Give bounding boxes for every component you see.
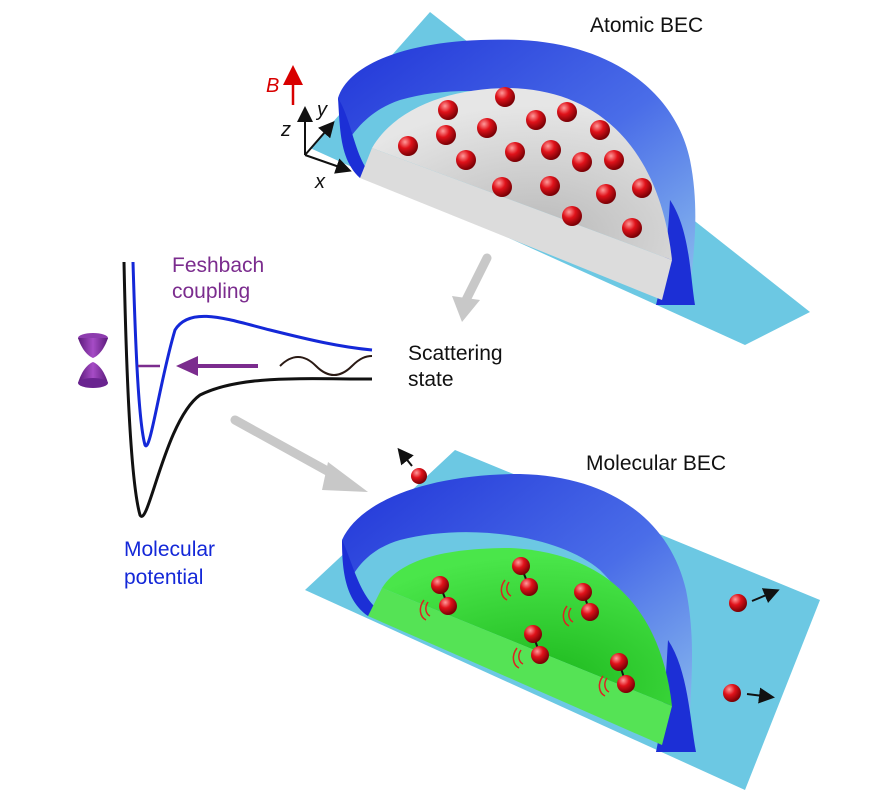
atom xyxy=(398,136,418,156)
feshbach-arrow-head xyxy=(176,356,198,376)
axis-b-label: B xyxy=(266,75,279,97)
atom xyxy=(436,125,456,145)
molecular-label-line2: potential xyxy=(124,566,203,589)
scattering-wave xyxy=(279,355,373,376)
atom xyxy=(572,152,592,172)
molecule-dimer-icon xyxy=(512,625,549,669)
atomic-bec-label: Atomic BEC xyxy=(590,14,703,37)
open-channel-curve xyxy=(122,261,373,518)
atom-sphere-icon xyxy=(729,594,747,612)
top-cut-front xyxy=(360,148,672,300)
bottom-dome-shell xyxy=(342,474,693,742)
escaping-atoms xyxy=(397,447,780,704)
top-atoms xyxy=(398,87,652,238)
atom xyxy=(590,120,610,140)
molecular-bec-panel: Molecular BEC xyxy=(305,447,820,790)
atom xyxy=(540,176,560,196)
atom xyxy=(526,110,546,130)
atomic-bec-panel: Atomic BEC xyxy=(310,12,810,345)
atom xyxy=(604,150,624,170)
bottom-cut-face xyxy=(382,548,672,706)
axis-z-label: z xyxy=(280,119,291,141)
bottom-cut-front xyxy=(368,588,672,745)
molecule-dimer-icon xyxy=(562,583,599,627)
axis-x-label: x xyxy=(314,171,326,193)
atom xyxy=(477,118,497,138)
molecule-dimer-icon xyxy=(598,653,635,697)
escape-arrow xyxy=(751,588,780,603)
axes: B z y x xyxy=(266,65,352,193)
axis-y-label: y xyxy=(315,99,328,121)
atom xyxy=(438,100,458,120)
atom xyxy=(492,177,512,197)
atom xyxy=(632,178,652,198)
molecular-potential-curve xyxy=(131,261,373,448)
x-axis xyxy=(304,154,352,174)
atom xyxy=(562,206,582,226)
molecular-bec-label: Molecular BEC xyxy=(586,452,726,475)
atom-sphere-icon xyxy=(723,684,741,702)
atom xyxy=(541,140,561,160)
atom xyxy=(495,87,515,107)
escape-arrow xyxy=(397,447,414,467)
gray-arrow-down xyxy=(461,253,492,305)
scattering-label-line1: Scattering xyxy=(408,342,503,365)
feshbach-label-line2: coupling xyxy=(172,280,250,303)
atom-sphere-icon xyxy=(411,468,427,484)
bottom-dome-left-wall xyxy=(342,540,382,616)
molecule-dimer-icon xyxy=(500,557,538,601)
gray-arrow-diag-head xyxy=(322,462,368,492)
atom xyxy=(557,102,577,122)
process-arrows xyxy=(230,253,492,492)
atom xyxy=(505,142,525,162)
molecule-dimer-icon xyxy=(419,576,457,621)
scattering-label-line2: state xyxy=(408,368,454,391)
top-dome-left-wall xyxy=(338,98,372,178)
gray-arrow-diag xyxy=(230,415,345,483)
molecules xyxy=(419,557,635,697)
feshbach-label-line1: Feshbach xyxy=(172,254,264,277)
y-axis xyxy=(304,120,335,156)
atom xyxy=(456,150,476,170)
gray-arrow-down-head xyxy=(452,296,480,322)
escape-arrow xyxy=(746,687,775,704)
potential-diagram: Feshbach coupling Scattering state Molec… xyxy=(78,254,503,589)
top-dome-shell xyxy=(338,39,696,300)
atom xyxy=(596,184,616,204)
atom xyxy=(622,218,642,238)
laser-beam-icon xyxy=(78,333,108,388)
molecular-label-line1: Molecular xyxy=(124,538,215,561)
